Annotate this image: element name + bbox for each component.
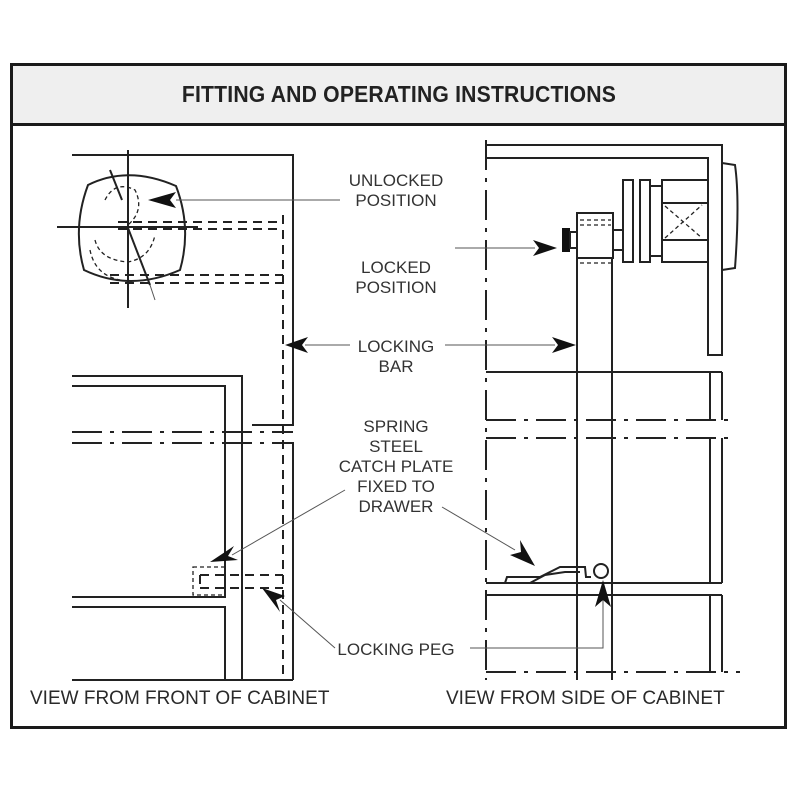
instruction-panel: FITTING AND OPERATING INSTRUCTIONS — [10, 63, 787, 729]
locking-bar-label-line2: BAR — [379, 357, 414, 376]
drawer-lower-line — [72, 606, 226, 680]
cabinet-top-frame — [72, 154, 294, 426]
locking-peg-arrowhead-side — [595, 580, 611, 607]
unlocked-label-line2: POSITION — [355, 191, 436, 210]
catch-plate-leader-front — [231, 489, 346, 556]
catch-plate-arrowhead-front — [210, 546, 238, 562]
lock-face — [57, 150, 198, 308]
cabinet-top-panel — [486, 144, 723, 356]
locking-peg-label: LOCKING PEG — [337, 640, 454, 659]
locked-label-line2: POSITION — [355, 278, 436, 297]
lock-escutcheon — [721, 162, 739, 271]
catch-plate-hidden — [192, 566, 226, 596]
header-bar: FITTING AND OPERATING INSTRUCTIONS — [13, 66, 784, 126]
catch-plate — [504, 563, 609, 584]
locking-peg-leader-side — [470, 600, 604, 649]
catch-plate-leader-side — [441, 506, 516, 551]
front-view-caption: VIEW FROM FRONT OF CABINET — [30, 688, 330, 709]
drawer-inner-line — [72, 385, 226, 598]
drawer-outer-line — [72, 375, 243, 680]
side-view-caption: VIEW FROM SIDE OF CABINET — [446, 688, 725, 709]
locked-arrowhead — [533, 240, 557, 256]
cabinet-side-line — [283, 442, 294, 680]
locking-peg-leader — [279, 599, 336, 649]
unlocked-label-line1: UNLOCKED — [349, 171, 443, 190]
locking-bar-label-line1: LOCKING — [358, 337, 435, 356]
catch-plate-label-line5: DRAWER — [359, 497, 434, 516]
front-view-drawing — [57, 150, 350, 681]
unlocked-arrowhead — [148, 192, 176, 208]
lock-body — [562, 179, 709, 264]
catch-plate-label-line3: CATCH PLATE — [339, 457, 454, 476]
catch-plate-arrowhead-side — [510, 540, 535, 566]
catch-plate-label-line2: STEEL — [369, 437, 423, 456]
page-title: FITTING AND OPERATING INSTRUCTIONS — [181, 81, 616, 107]
catch-plate-label-line4: FIXED TO — [357, 477, 435, 496]
locking-peg-arrowhead — [262, 588, 285, 612]
locking-bar-arrowhead-front — [285, 337, 308, 353]
locking-bar-arrowhead-side — [552, 337, 576, 353]
side-view-drawing — [441, 140, 740, 680]
locked-label-line1: LOCKED — [361, 258, 431, 277]
catch-plate-label-line1: SPRING — [363, 417, 428, 436]
